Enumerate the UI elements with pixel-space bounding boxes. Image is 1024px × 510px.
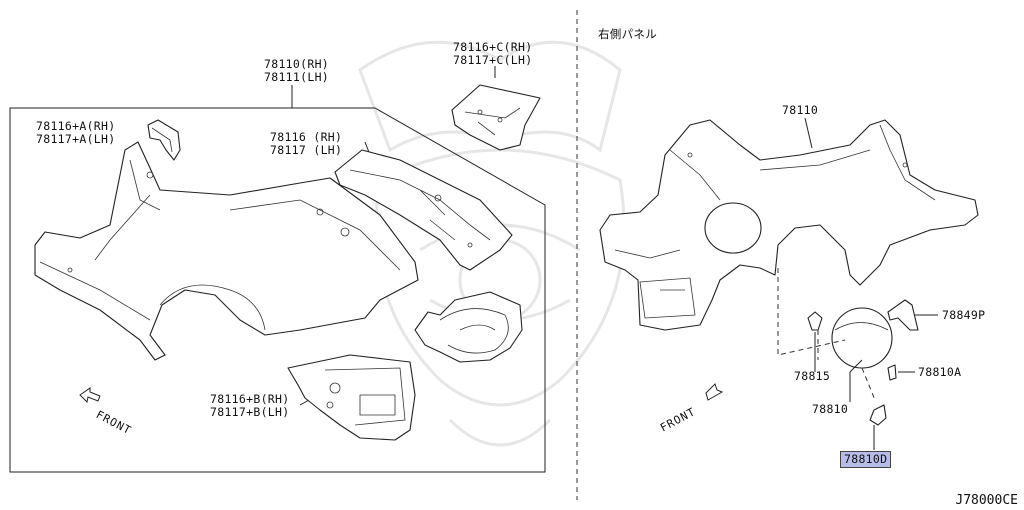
label-78116a-rh: 78116+A(RH) xyxy=(36,119,116,133)
label-r-78810d-highlighted[interactable]: 78810D xyxy=(840,451,892,468)
lid-clip xyxy=(807,311,823,331)
wheel-house xyxy=(414,291,523,363)
label-r-78849p: 78849P xyxy=(942,308,986,322)
bracket-a xyxy=(147,119,181,161)
quarter-panel-left xyxy=(34,141,419,361)
label-78116-rh: 78116 (RH) xyxy=(270,130,343,144)
leader-r-78110 xyxy=(804,117,813,149)
reinforcement-c xyxy=(451,84,541,151)
label-r-78810a: 78810A xyxy=(918,365,962,379)
lower-panel-b xyxy=(287,354,416,441)
label-r-78815: 78815 xyxy=(794,369,831,383)
lid-hinge-bracket xyxy=(887,299,919,331)
dash-lid-to-body xyxy=(777,268,846,356)
front-arrow-right xyxy=(705,383,724,401)
lid-screw xyxy=(887,364,897,381)
label-78117c-lh: 78117+C(LH) xyxy=(453,53,533,67)
lid-rubber-bumper xyxy=(869,404,887,426)
label-r-78110: 78110 xyxy=(782,103,819,117)
label-78116c-rh: 78116+C(RH) xyxy=(453,40,533,54)
assembly-box xyxy=(9,107,546,473)
right-panel-title: 右側パネル xyxy=(598,27,657,41)
label-78117a-lh: 78117+A(LH) xyxy=(36,132,116,146)
label-78117-lh: 78117 (LH) xyxy=(270,143,343,157)
label-78117b-lh: 78117+B(LH) xyxy=(210,405,290,419)
front-arrow-left xyxy=(79,387,101,404)
label-78116b-rh: 78116+B(RH) xyxy=(210,392,290,406)
label-78111-lh: 78111(LH) xyxy=(264,70,330,84)
fuel-filler-lid xyxy=(831,307,893,369)
label-r-78810: 78810 xyxy=(812,402,849,416)
quarter-panel-right xyxy=(599,119,979,331)
diagram-code: J78000CE xyxy=(955,493,1018,508)
leader-r-78810 xyxy=(849,359,863,402)
label-78110-rh: 78110(RH) xyxy=(264,57,330,71)
dash-bumper xyxy=(861,367,876,401)
inner-panel xyxy=(334,149,513,271)
